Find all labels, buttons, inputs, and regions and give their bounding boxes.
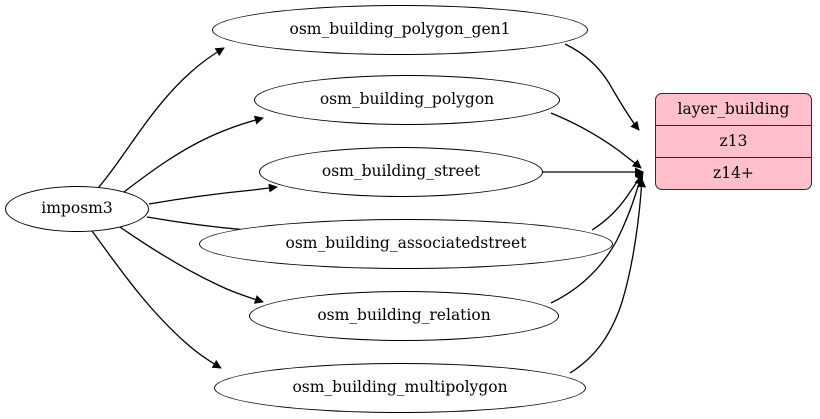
edge-multipolygon-to-z14plus [569, 178, 647, 374]
record-row-title: layer_building [656, 94, 811, 125]
edge-polygon-to-z14plus [550, 112, 642, 169]
edge-polygon-gen1-to-z13 [564, 43, 640, 131]
record-row-z14plus-label: z14+ [713, 163, 754, 182]
node-osm-building-polygon-gen1[interactable]: osm_building_polygon_gen1 [212, 5, 588, 55]
node-osm-building-associatedstreet-label: osm_building_associatedstreet [285, 234, 527, 253]
node-osm-building-polygon-gen1-label: osm_building_polygon_gen1 [289, 20, 511, 39]
node-osm-building-street-label: osm_building_street [321, 162, 481, 181]
record-row-z13-label: z13 [719, 131, 748, 150]
edge-imposm3-to-multipolygon [91, 230, 222, 369]
node-osm-building-polygon[interactable]: osm_building_polygon [254, 75, 560, 125]
node-osm-building-relation-label: osm_building_relation [317, 306, 491, 325]
edge-imposm3-to-relation [119, 226, 264, 304]
node-imposm3[interactable]: imposm3 [5, 186, 149, 232]
node-layer-building[interactable]: layer_building z13 z14+ [655, 93, 812, 190]
node-osm-building-polygon-label: osm_building_polygon [319, 90, 495, 109]
node-imposm3-label: imposm3 [41, 199, 113, 218]
edge-imposm3-to-polygon [123, 115, 264, 193]
node-osm-building-relation[interactable]: osm_building_relation [249, 291, 559, 341]
record-row-z13[interactable]: z13 [656, 125, 811, 157]
record-row-title-label: layer_building [677, 99, 790, 118]
node-osm-building-multipolygon[interactable]: osm_building_multipolygon [214, 363, 586, 413]
edge-imposm3-to-street [148, 183, 278, 205]
edge-imposm3-to-polygon-gen1 [97, 47, 225, 189]
edge-associatedstreet-to-z14plus [591, 171, 644, 231]
edge-relation-to-z14plus [550, 175, 644, 304]
node-osm-building-street[interactable]: osm_building_street [259, 147, 543, 197]
node-osm-building-multipolygon-label: osm_building_multipolygon [292, 378, 508, 397]
record-row-z14plus[interactable]: z14+ [656, 157, 811, 189]
node-osm-building-associatedstreet[interactable]: osm_building_associatedstreet [199, 219, 613, 269]
